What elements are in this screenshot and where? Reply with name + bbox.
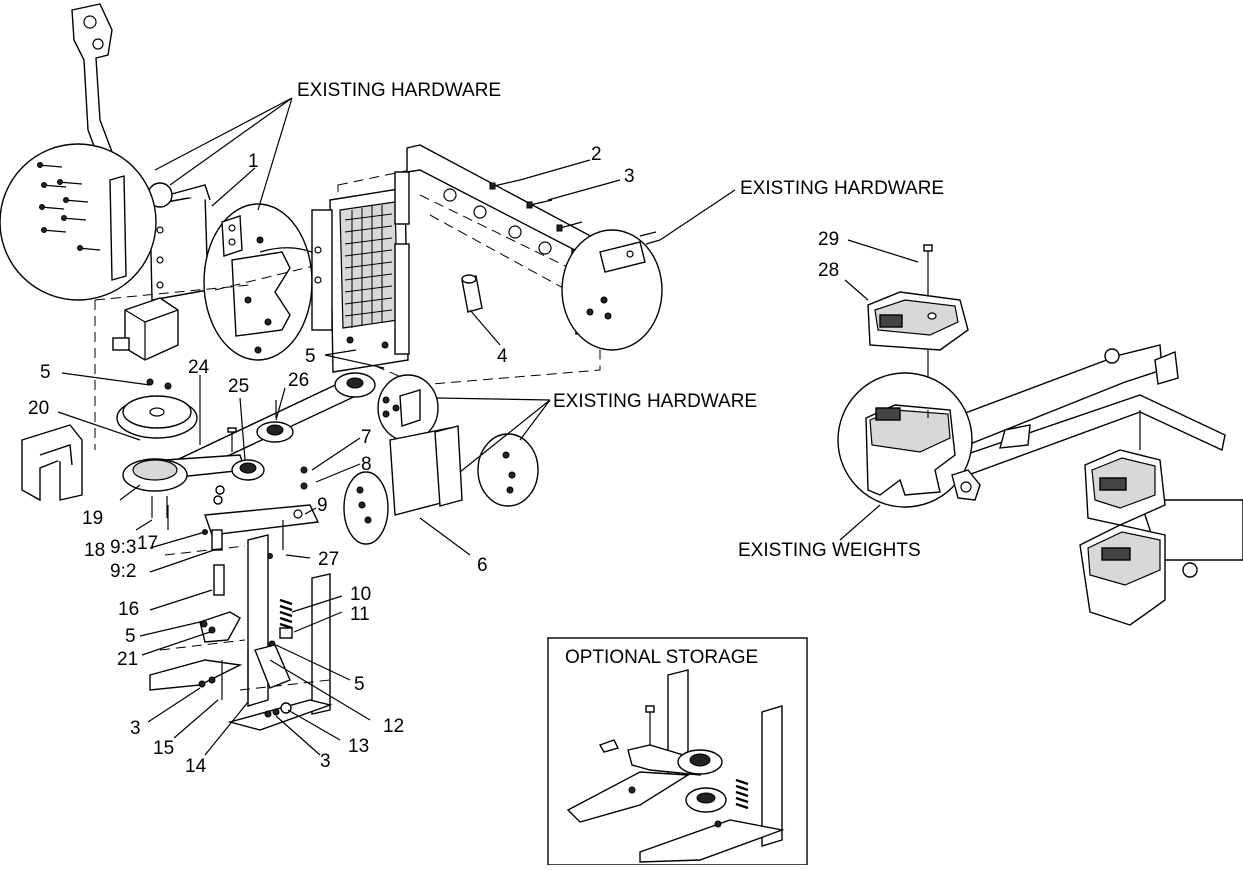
spacer-4 [461, 274, 483, 313]
part-label: 5 [125, 626, 136, 647]
detail-circle-hardware-mid [300, 374, 539, 545]
label-existing-hardware-top: EXISTING HARDWARE [297, 80, 501, 101]
part-label: 5 [354, 674, 365, 695]
part-label: 26 [288, 370, 309, 391]
bolts-2-3 [489, 179, 583, 232]
mount-bracket-left [147, 182, 211, 301]
part-label: 27 [318, 549, 339, 570]
part-leaders [57, 159, 621, 756]
part-label: 10 [350, 584, 371, 605]
part-label: 24 [188, 357, 210, 378]
detail-circle-hardware-right [561, 229, 663, 351]
part-label: 17 [137, 533, 158, 554]
detail-circle-hardware-plate [203, 203, 331, 361]
part-label: 15 [153, 738, 174, 759]
part-label: 16 [118, 599, 139, 620]
label-existing-hardware-right: EXISTING HARDWARE [740, 178, 944, 199]
part-label: 3 [624, 166, 635, 187]
spring-bracket [149, 534, 333, 731]
leader-existing-hardware-top [154, 97, 293, 211]
part-label: 25 [228, 376, 249, 397]
optional-storage-panel [547, 637, 808, 866]
part-label: 14 [185, 756, 207, 777]
part-label: 1 [248, 151, 259, 172]
label-existing-hardware-mid: EXISTING HARDWARE [553, 391, 757, 412]
part-label: 13 [348, 736, 369, 757]
part-label: 6 [477, 555, 488, 576]
part-label: 20 [28, 398, 49, 419]
part-label: 9:2 [110, 561, 136, 582]
part-label: 4 [497, 346, 508, 367]
part-label: 28 [818, 260, 839, 281]
part-label: 7 [361, 427, 372, 448]
part-label: 8 [361, 454, 372, 475]
idler-arm [202, 485, 320, 596]
part-label: 2 [591, 144, 602, 165]
part-label: 11 [350, 604, 370, 625]
part-label: 21 [117, 649, 138, 670]
detail-circle-hardware-left [0, 143, 157, 301]
part-label: 3 [320, 751, 331, 772]
part-label: 5 [40, 362, 51, 383]
part-label: 18 [84, 540, 105, 561]
bracket-small-left [21, 424, 83, 502]
label-existing-weights: EXISTING WEIGHTS [738, 540, 921, 561]
part-label: 12 [383, 716, 404, 737]
leader-existing-hardware-mid [436, 189, 736, 473]
drive-belt-assembly [116, 372, 376, 518]
engine-plate-frame [94, 167, 601, 450]
weights-assembly [837, 239, 1243, 626]
part-label: 19 [82, 508, 103, 529]
label-optional-storage: OPTIONAL STORAGE [565, 647, 758, 668]
gearbox [112, 297, 179, 361]
part-label: 9:3 [110, 537, 136, 558]
part-label: 3 [130, 718, 141, 739]
part-label: 29 [818, 229, 839, 250]
part-label: 9 [317, 495, 328, 516]
part-label: 5 [305, 346, 316, 367]
